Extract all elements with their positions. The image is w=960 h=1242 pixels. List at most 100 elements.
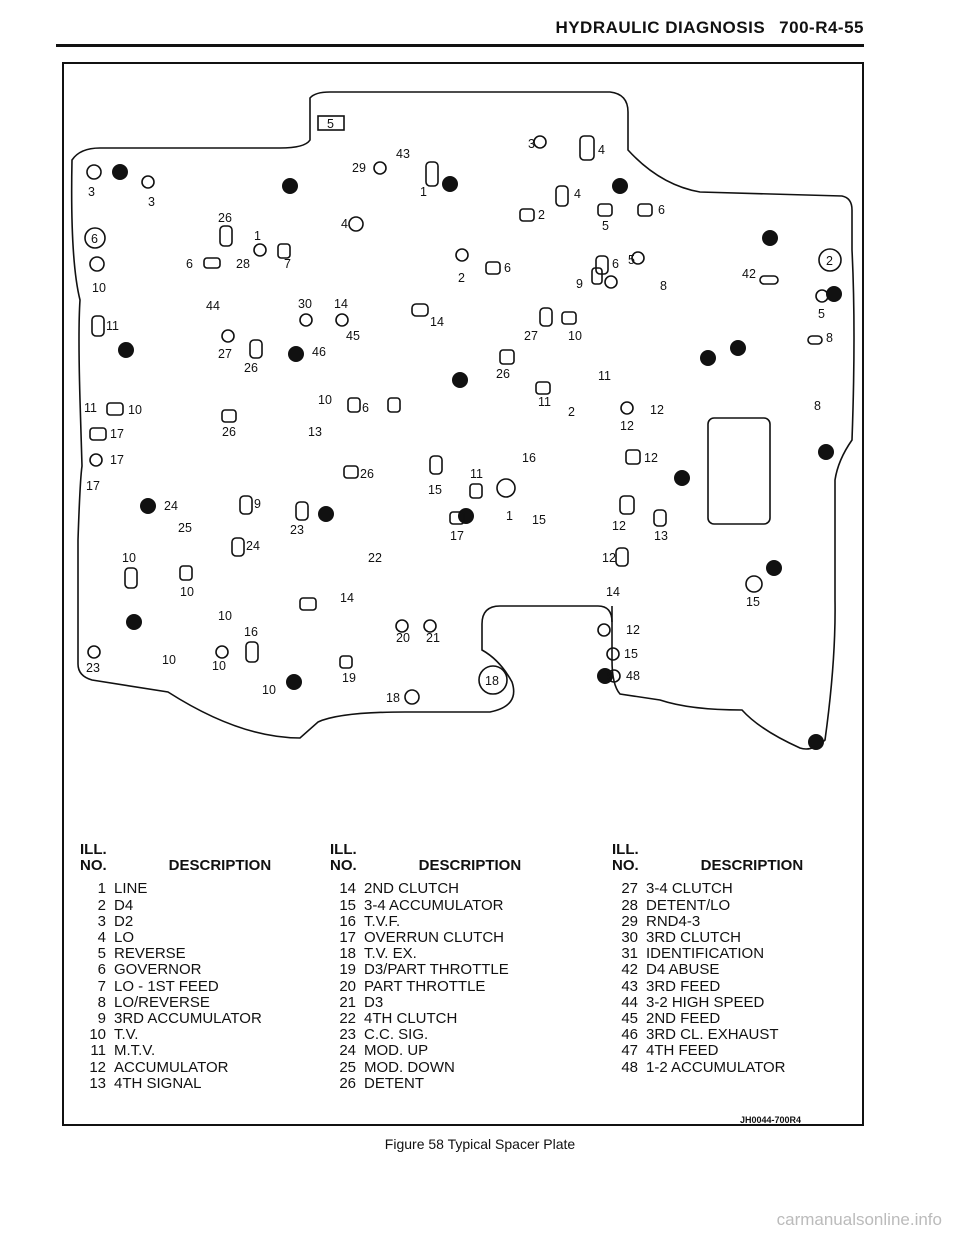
svg-text:24: 24 (246, 539, 260, 553)
svg-text:10: 10 (162, 653, 176, 667)
svg-text:14: 14 (606, 585, 620, 599)
callout-6-text: 6 (91, 232, 98, 246)
callout-box-5 (317, 115, 345, 131)
open-holes (86, 135, 829, 705)
svg-text:12: 12 (612, 519, 626, 533)
svg-text:11: 11 (470, 467, 483, 481)
svg-text:17: 17 (110, 453, 124, 467)
figure-code: JH0044-700R4 (740, 1115, 802, 1125)
svg-text:42: 42 (742, 267, 756, 281)
svg-text:18: 18 (386, 691, 400, 705)
page-code: 700-R4-55 (779, 18, 864, 37)
svg-text:5: 5 (628, 253, 635, 267)
watermark: carmanualsonline.info (776, 1210, 942, 1229)
svg-text:6: 6 (504, 261, 511, 275)
svg-text:26: 26 (244, 361, 258, 375)
svg-text:6: 6 (612, 257, 619, 271)
svg-text:24: 24 (164, 499, 178, 513)
svg-text:1: 1 (420, 185, 427, 199)
svg-text:23: 23 (86, 661, 100, 675)
svg-text:14: 14 (340, 591, 354, 605)
svg-text:11: 11 (538, 395, 551, 409)
svg-text:12: 12 (602, 551, 616, 565)
svg-text:10: 10 (262, 683, 276, 697)
svg-text:29: 29 (352, 161, 366, 175)
svg-text:11: 11 (598, 369, 611, 383)
svg-text:28: 28 (236, 257, 250, 271)
figure-caption: Figure 58 Typical Spacer Plate (384, 1136, 576, 1152)
svg-text:6: 6 (658, 203, 665, 217)
svg-text:10: 10 (128, 403, 142, 417)
svg-text:16: 16 (522, 451, 536, 465)
svg-text:23: 23 (290, 523, 304, 537)
callout-circle-2 (818, 248, 842, 272)
svg-text:2: 2 (538, 208, 545, 222)
svg-text:10: 10 (568, 329, 582, 343)
ill-header: ILL. (80, 841, 107, 858)
svg-text:5: 5 (602, 219, 609, 233)
svg-text:15: 15 (532, 513, 546, 527)
svg-text:10: 10 (180, 585, 194, 599)
header-rule (56, 44, 864, 47)
svg-text:26: 26 (218, 211, 232, 225)
svg-text:43: 43 (396, 147, 410, 161)
svg-text:5: 5 (818, 307, 825, 321)
svg-text:10: 10 (212, 659, 226, 673)
svg-text:16: 16 (244, 625, 258, 639)
svg-text:12: 12 (620, 419, 634, 433)
svg-text:10: 10 (318, 393, 332, 407)
svg-text:45: 45 (346, 329, 360, 343)
plate-outline (70, 91, 855, 750)
svg-text:4: 4 (574, 187, 581, 201)
diagram-number-labels: 43 29 3 4 3 3 1 4 26 4 2 6 5 6 1 28 7 2 … (84, 137, 833, 705)
svg-text:26: 26 (496, 367, 510, 381)
spacer-plate-diagram: 5 6 2 18 (70, 91, 855, 750)
svg-text:10: 10 (218, 609, 232, 623)
svg-text:4: 4 (341, 217, 348, 231)
id-window (707, 417, 771, 525)
solid-holes (112, 164, 842, 750)
svg-text:8: 8 (660, 279, 667, 293)
svg-text:17: 17 (450, 529, 464, 543)
svg-text:14: 14 (334, 297, 348, 311)
svg-text:15: 15 (428, 483, 442, 497)
svg-text:6: 6 (362, 401, 369, 415)
svg-text:27: 27 (218, 347, 232, 361)
svg-text:2: 2 (568, 405, 575, 419)
no-header: NO. (80, 857, 107, 875)
svg-text:9: 9 (254, 497, 261, 511)
svg-text:46: 46 (312, 345, 326, 359)
svg-text:10: 10 (122, 551, 136, 565)
svg-text:11: 11 (84, 401, 97, 415)
svg-text:22: 22 (368, 551, 382, 565)
svg-text:13: 13 (654, 529, 668, 543)
